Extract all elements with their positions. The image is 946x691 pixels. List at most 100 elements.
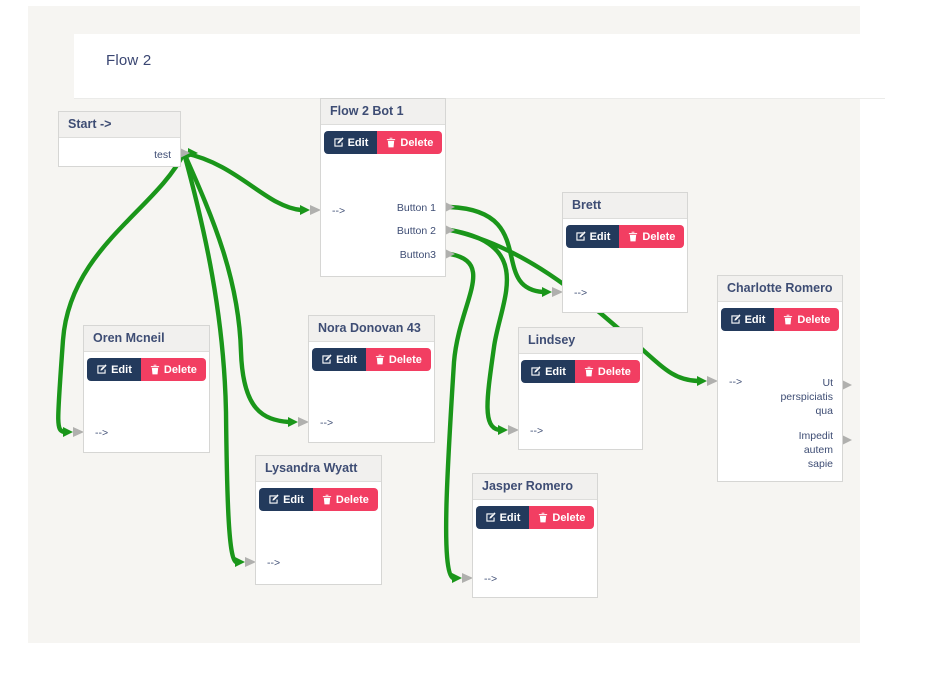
edit-button[interactable]: Edit bbox=[87, 358, 141, 381]
output-port-label: Button 1 bbox=[396, 202, 436, 214]
edit-button-label: Edit bbox=[744, 313, 766, 326]
node-title[interactable]: Lindsey bbox=[519, 328, 642, 354]
delete-button-label: Delete bbox=[388, 353, 422, 366]
node-flow2bot1[interactable]: Flow 2 Bot 1 Edit Delete --> Button 1 Button … bbox=[320, 98, 446, 277]
input-port[interactable]: --> bbox=[95, 427, 109, 439]
input-port[interactable]: --> bbox=[530, 425, 544, 437]
input-port[interactable]: --> bbox=[332, 205, 346, 217]
edit-button[interactable]: Edit bbox=[323, 131, 378, 154]
node-actions: Edit Delete bbox=[309, 348, 434, 371]
output-port-test[interactable]: test bbox=[154, 148, 171, 162]
output-port-label: perspiciatis bbox=[780, 391, 833, 403]
delete-button[interactable]: Delete bbox=[574, 360, 640, 383]
edit-button[interactable]: Edit bbox=[312, 348, 366, 371]
edit-icon bbox=[268, 494, 279, 505]
output-port-out2[interactable]: Impedit autem sapie bbox=[799, 429, 833, 471]
edit-button[interactable]: Edit bbox=[720, 308, 775, 331]
node-actions: Edit Delete bbox=[256, 488, 381, 511]
input-port[interactable]: --> bbox=[574, 287, 588, 299]
node-start[interactable]: Start -> test bbox=[58, 111, 181, 167]
flow-header-card: Flow 2 bbox=[74, 34, 885, 99]
edit-button-label: Edit bbox=[347, 136, 369, 149]
edit-icon bbox=[96, 364, 107, 375]
trash-icon bbox=[783, 314, 793, 325]
output-port-button1[interactable]: Button 1 bbox=[397, 201, 436, 215]
input-port[interactable]: --> bbox=[267, 557, 281, 569]
node-title[interactable]: Brett bbox=[563, 193, 687, 219]
trash-icon bbox=[150, 364, 160, 375]
delete-button[interactable]: Delete bbox=[140, 358, 206, 381]
node-title[interactable]: Nora Donovan 43 bbox=[309, 316, 434, 342]
delete-button-label: Delete bbox=[597, 365, 631, 378]
node-actions: Edit Delete bbox=[473, 506, 597, 529]
edit-button[interactable]: Edit bbox=[475, 506, 530, 529]
delete-button-label: Delete bbox=[797, 313, 831, 326]
edit-icon bbox=[333, 137, 344, 148]
output-port-label: Button 2 bbox=[396, 225, 436, 237]
node-actions: Edit Delete bbox=[321, 131, 445, 154]
edit-button-label: Edit bbox=[499, 511, 521, 524]
delete-button-label: Delete bbox=[400, 136, 434, 149]
delete-button[interactable]: Delete bbox=[529, 506, 595, 529]
delete-button[interactable]: Delete bbox=[312, 488, 378, 511]
output-port-out1[interactable]: Ut perspiciatis qua bbox=[780, 376, 833, 418]
node-actions: Edit Delete bbox=[563, 225, 687, 248]
delete-button-label: Delete bbox=[642, 230, 676, 243]
node-actions: Edit Delete bbox=[718, 308, 842, 331]
delete-button-label: Delete bbox=[163, 363, 197, 376]
output-port-label: Button3 bbox=[399, 249, 436, 261]
output-port-button3[interactable]: Button3 bbox=[400, 248, 436, 262]
edit-button[interactable]: Edit bbox=[259, 488, 313, 511]
node-actions: Edit Delete bbox=[84, 358, 209, 381]
edit-button[interactable]: Edit bbox=[565, 225, 620, 248]
trash-icon bbox=[538, 512, 548, 523]
edit-button-label: Edit bbox=[545, 365, 566, 378]
input-port[interactable]: --> bbox=[484, 573, 498, 585]
trash-icon bbox=[628, 231, 638, 242]
delete-button[interactable]: Delete bbox=[365, 348, 431, 371]
edit-icon bbox=[321, 354, 332, 365]
trash-icon bbox=[386, 137, 396, 148]
edit-button-label: Edit bbox=[336, 353, 357, 366]
output-port-label: qua bbox=[815, 405, 833, 417]
output-port-label: Impedit bbox=[798, 430, 833, 442]
node-title[interactable]: Charlotte Romero bbox=[718, 276, 842, 302]
delete-button[interactable]: Delete bbox=[377, 131, 443, 154]
trash-icon bbox=[375, 354, 385, 365]
node-actions: Edit Delete bbox=[519, 360, 642, 383]
node-title[interactable]: Oren Mcneil bbox=[84, 326, 209, 352]
edit-icon bbox=[530, 366, 541, 377]
trash-icon bbox=[322, 494, 332, 505]
node-title[interactable]: Flow 2 Bot 1 bbox=[321, 99, 445, 125]
page-title: Flow 2 bbox=[106, 52, 152, 69]
output-port-button2[interactable]: Button 2 bbox=[397, 224, 436, 238]
node-title[interactable]: Jasper Romero bbox=[473, 474, 597, 500]
trash-icon bbox=[584, 366, 594, 377]
delete-button-label: Delete bbox=[335, 493, 369, 506]
delete-button[interactable]: Delete bbox=[774, 308, 840, 331]
output-port-label: Ut bbox=[822, 377, 834, 389]
input-port[interactable]: --> bbox=[729, 376, 743, 388]
edit-button-label: Edit bbox=[111, 363, 132, 376]
edit-icon bbox=[485, 512, 496, 523]
node-title[interactable]: Start -> bbox=[59, 112, 180, 138]
node-title[interactable]: Lysandra Wyatt bbox=[256, 456, 381, 482]
output-port-label: test bbox=[154, 149, 171, 161]
input-port[interactable]: --> bbox=[320, 417, 334, 429]
output-port-label: sapie bbox=[807, 458, 833, 470]
edit-icon bbox=[730, 314, 741, 325]
edit-button[interactable]: Edit bbox=[521, 360, 575, 383]
node-nora[interactable]: Nora Donovan 43 Edit Delete --> bbox=[308, 315, 435, 443]
edit-icon bbox=[575, 231, 586, 242]
delete-button[interactable]: Delete bbox=[619, 225, 685, 248]
edit-button-label: Edit bbox=[589, 230, 611, 243]
delete-button-label: Delete bbox=[552, 511, 586, 524]
output-port-label: autem bbox=[803, 444, 833, 456]
edit-button-label: Edit bbox=[283, 493, 304, 506]
